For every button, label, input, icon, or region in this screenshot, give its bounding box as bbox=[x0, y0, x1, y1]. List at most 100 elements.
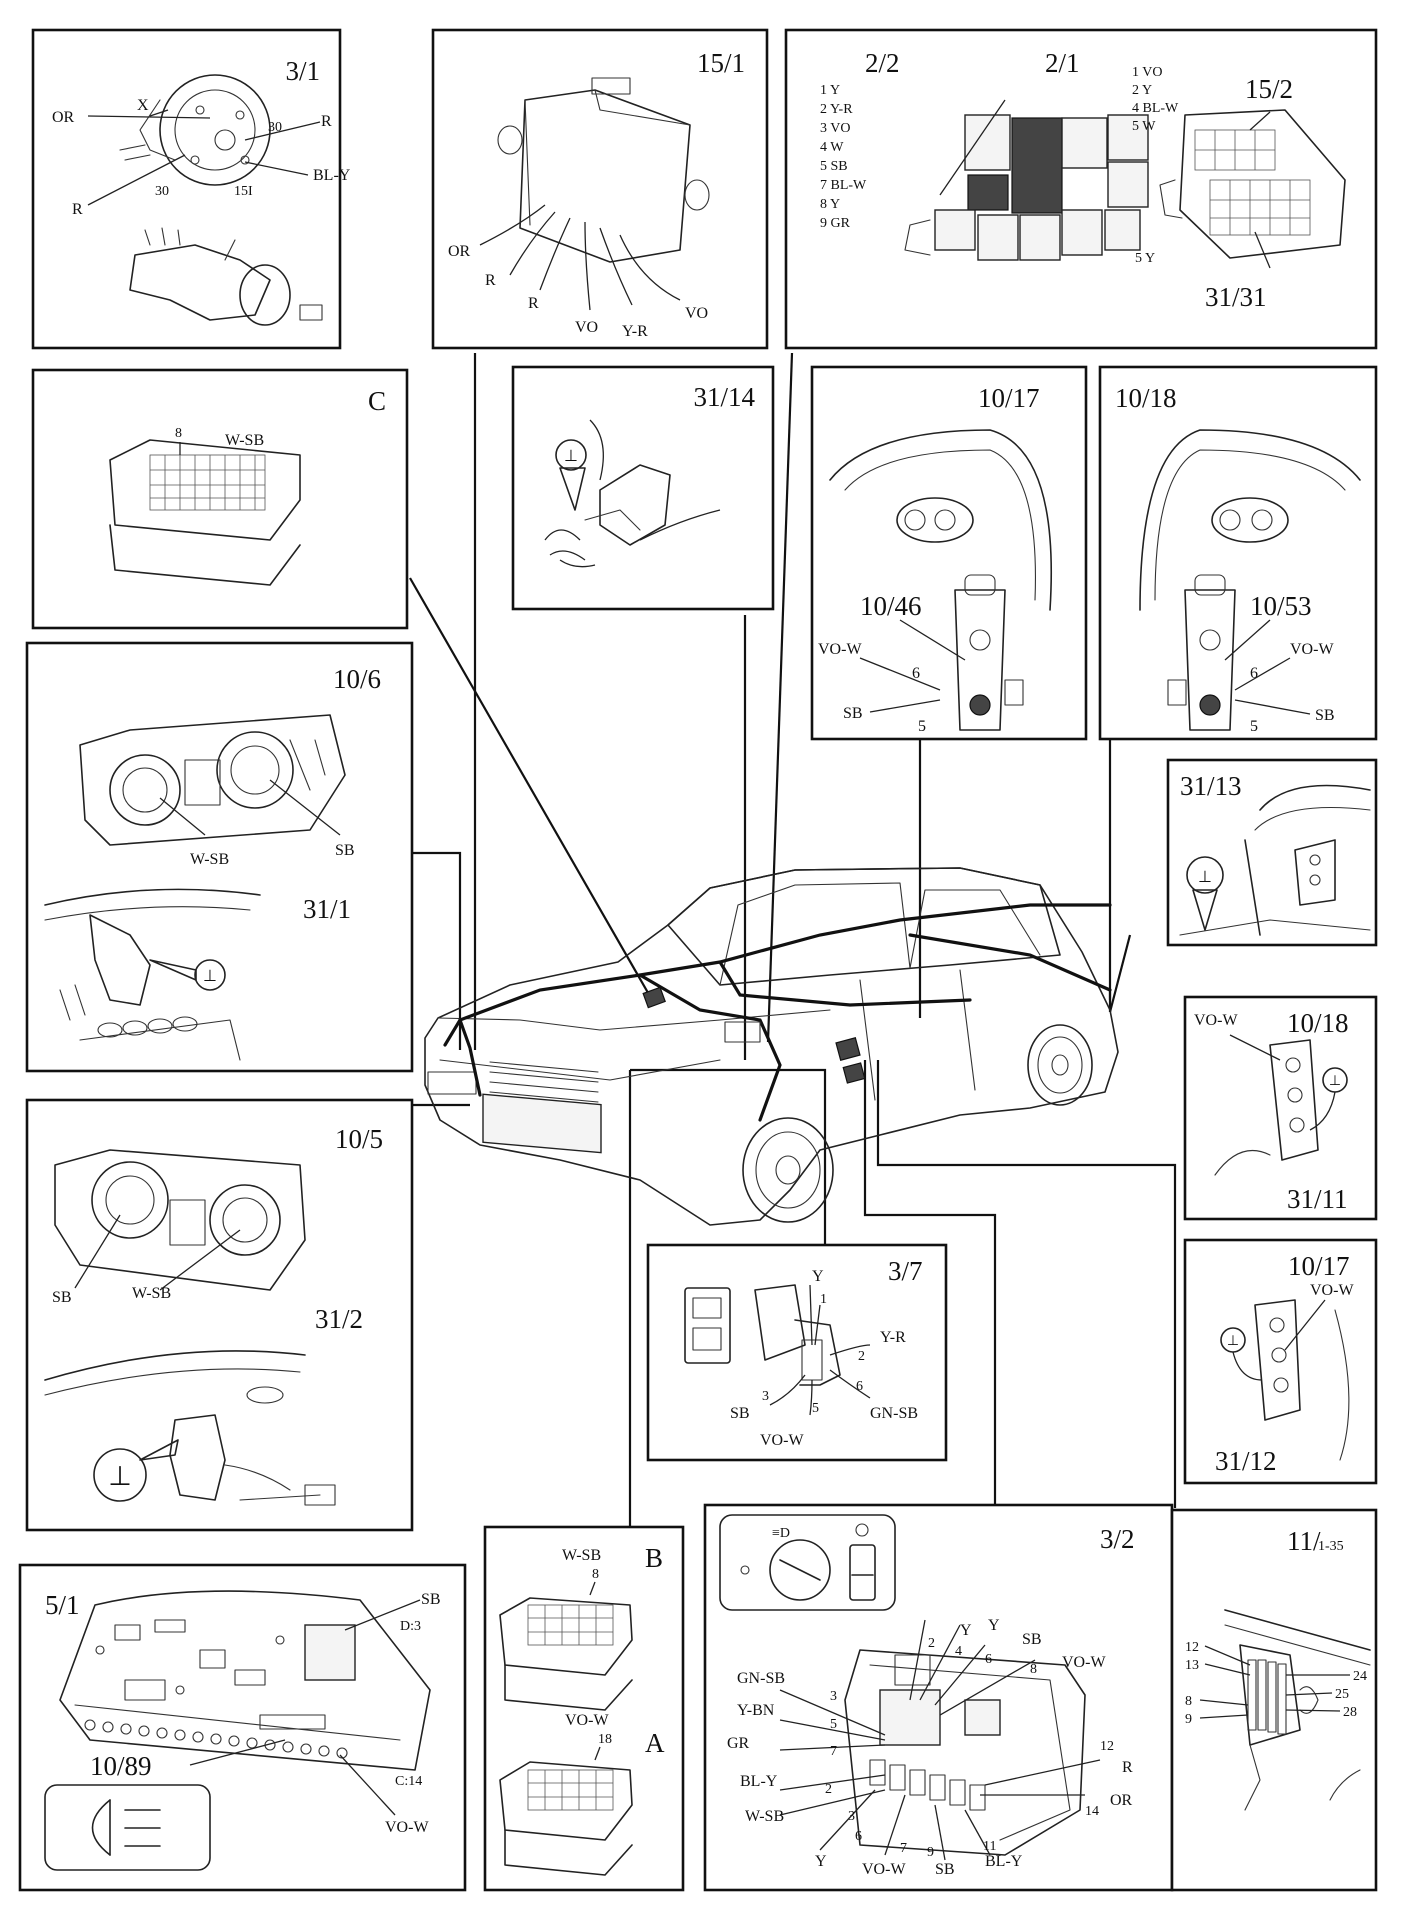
bulb-sockets bbox=[84, 1719, 348, 1759]
panel-b-label: W-SB bbox=[562, 1547, 601, 1564]
panel-10-17-label: 5 bbox=[918, 718, 926, 735]
panel-31-14-title: 31/14 bbox=[693, 382, 755, 412]
panel-10-6: 10/6 W-SB SB 31/1 ⊥ bbox=[25, 641, 414, 1073]
panel-15-1: 15/1 OR R R VO Y-R VO bbox=[431, 28, 769, 350]
panel-11-label: 25 bbox=[1335, 1687, 1349, 1702]
panel-10-5-title: 10/5 bbox=[335, 1124, 383, 1154]
panel-15-1-label: VO bbox=[575, 319, 598, 336]
panel-10-18b-label: VO-W bbox=[1194, 1012, 1238, 1029]
panel-10-46-title: 10/46 bbox=[860, 591, 922, 621]
panel-11-label: 8 bbox=[1185, 1694, 1192, 1709]
ground-symbol-icon: ⊥ bbox=[203, 968, 217, 985]
panel-3-1-label: 30 bbox=[155, 184, 169, 199]
leader-lines bbox=[409, 352, 1177, 1882]
panel-10-18-label: SB bbox=[1315, 707, 1335, 724]
panel-3-7: 3/7 Y 1 Y-R 2 3 SB 6 5 VO-W GN-SB bbox=[646, 1243, 948, 1462]
panel-10-17-label: SB bbox=[843, 705, 863, 722]
panel-2-2-list-item: 9 GR bbox=[820, 216, 851, 231]
panel-a-title: A bbox=[645, 1728, 665, 1758]
panel-b-label: 8 bbox=[592, 1567, 599, 1582]
headlight-indicator-icon bbox=[44, 1784, 211, 1871]
battery-cells bbox=[79, 1016, 241, 1061]
panel-5-1-title: 5/1 bbox=[45, 1590, 80, 1620]
panel-3-1-label: R bbox=[72, 201, 83, 218]
panel-2-1-list-item: 2 Y bbox=[1132, 83, 1152, 98]
panel-3-2-label: 12 bbox=[1100, 1739, 1114, 1754]
panel-3-2-label: 3 bbox=[848, 1809, 855, 1824]
panel-11-label: 24 bbox=[1353, 1669, 1367, 1684]
panel-2-2-list-item: 2 Y-R bbox=[820, 102, 853, 117]
panel-3-2-label: BL-Y bbox=[985, 1853, 1023, 1870]
panel-3-2-label: 11 bbox=[983, 1839, 996, 1854]
panel-a-label: VO-W bbox=[565, 1712, 609, 1729]
panel-3-2-label: 14 bbox=[1085, 1804, 1099, 1819]
panel-3-2-label: VO-W bbox=[1062, 1654, 1106, 1671]
panel-31-12-title: 31/12 bbox=[1215, 1446, 1277, 1476]
ground-symbol-icon: ⊥ bbox=[1329, 1074, 1341, 1089]
panel-15-1-label: OR bbox=[448, 243, 471, 260]
panel-10-6-label: W-SB bbox=[190, 851, 229, 868]
panel-3-2-label: SB bbox=[1022, 1631, 1042, 1648]
panel-3-1: 3/1 OR X 30 R BL-Y R 30 15I bbox=[31, 28, 351, 350]
panel-3-7-label: SB bbox=[730, 1405, 750, 1422]
panel-3-2-label: 8 bbox=[1030, 1662, 1037, 1677]
panel-c-title: C bbox=[368, 386, 386, 416]
panel-c: C 8 W-SB bbox=[31, 368, 409, 630]
panel-31-13-title: 31/13 bbox=[1180, 771, 1242, 801]
panel-10-6-title: 10/6 bbox=[333, 664, 381, 694]
panel-3-2-label: 5 bbox=[830, 1717, 837, 1732]
panel-3-7-label: 1 bbox=[820, 1292, 827, 1307]
panel-3-2-label: 6 bbox=[985, 1652, 992, 1667]
panel-11-label: 9 bbox=[1185, 1712, 1192, 1727]
panel-2-1-list-item: 5 W bbox=[1132, 119, 1156, 134]
panel-2-2-title: 2/2 bbox=[865, 48, 900, 78]
panel-3-2-label: 7 bbox=[900, 1841, 907, 1856]
panel-3-7-label: GN-SB bbox=[870, 1405, 918, 1422]
panel-11-label: 28 bbox=[1343, 1705, 1357, 1720]
panel-2-1-list-item: 1 VO bbox=[1132, 65, 1162, 80]
panel-10-89-title: 10/89 bbox=[90, 1751, 152, 1781]
panel-3-2-label: 2 bbox=[825, 1782, 832, 1797]
panel-3-2-title: 3/2 bbox=[1100, 1524, 1135, 1554]
panel-3-1-label: OR bbox=[52, 109, 75, 126]
panel-10-18b-title: 10/18 bbox=[1287, 1008, 1349, 1038]
fuse-box bbox=[1159, 109, 1346, 259]
panel-10-17: 10/17 10/46 VO-W 6 SB 5 bbox=[810, 365, 1088, 741]
car-illustration bbox=[424, 867, 1119, 1226]
panel-3-2-label: VO-W bbox=[862, 1861, 906, 1878]
panel-31-31-title: 31/31 bbox=[1205, 282, 1267, 312]
panel-3-2-label: R bbox=[1122, 1759, 1133, 1776]
panel-10-17-title: 10/17 bbox=[978, 383, 1040, 413]
panel-5-1-label: C:14 bbox=[395, 1774, 422, 1789]
panel-2-2-list-item: 1 Y bbox=[820, 83, 840, 98]
panel-3-2-label: GN-SB bbox=[737, 1670, 785, 1687]
panel-3-2: 3/2 ≡D bbox=[703, 1503, 1174, 1892]
relay-block bbox=[904, 114, 1149, 261]
headlight-symbol-icon: ≡D bbox=[772, 1526, 790, 1541]
panel-2-2-list-item: 4 W bbox=[820, 140, 844, 155]
panel-11-title: 11/ bbox=[1287, 1526, 1321, 1556]
panel-b-a: B W-SB 8 VO-W 18 A bbox=[483, 1525, 685, 1892]
connector-grid bbox=[150, 455, 265, 510]
panel-3-2-label: 9 bbox=[927, 1845, 934, 1860]
panel-10-5: 10/5 SB W-SB 31/2 ⊥ bbox=[25, 1098, 414, 1532]
panel-3-2-label: Y-BN bbox=[737, 1702, 775, 1719]
panel-15-1-label: VO bbox=[685, 305, 708, 322]
panel-a-label: 18 bbox=[598, 1732, 612, 1747]
panel-3-2-label: 3 bbox=[830, 1689, 837, 1704]
light-switch-face: ≡D bbox=[719, 1514, 896, 1611]
panel-3-7-label: 3 bbox=[762, 1389, 769, 1404]
panel-31-2-title: 31/2 bbox=[315, 1304, 363, 1334]
panel-10-5-label: SB bbox=[52, 1289, 72, 1306]
panel-15-1-label: R bbox=[528, 295, 539, 312]
panel-10-6-label: SB bbox=[335, 842, 355, 859]
panel-10-18-label: VO-W bbox=[1290, 641, 1334, 658]
panel-3-7-label: 6 bbox=[856, 1379, 863, 1394]
panel-10-5-label: W-SB bbox=[132, 1285, 171, 1302]
panel-10-18-title: 10/18 bbox=[1115, 383, 1177, 413]
panel-11-subtitle: 1-35 bbox=[1318, 1539, 1344, 1554]
panel-c-label: W-SB bbox=[225, 432, 264, 449]
panel-2-2-list-item: 5 SB bbox=[820, 159, 848, 174]
ground-symbol-icon: ⊥ bbox=[1227, 1334, 1239, 1349]
panel-3-2-label: Y bbox=[815, 1853, 827, 1870]
